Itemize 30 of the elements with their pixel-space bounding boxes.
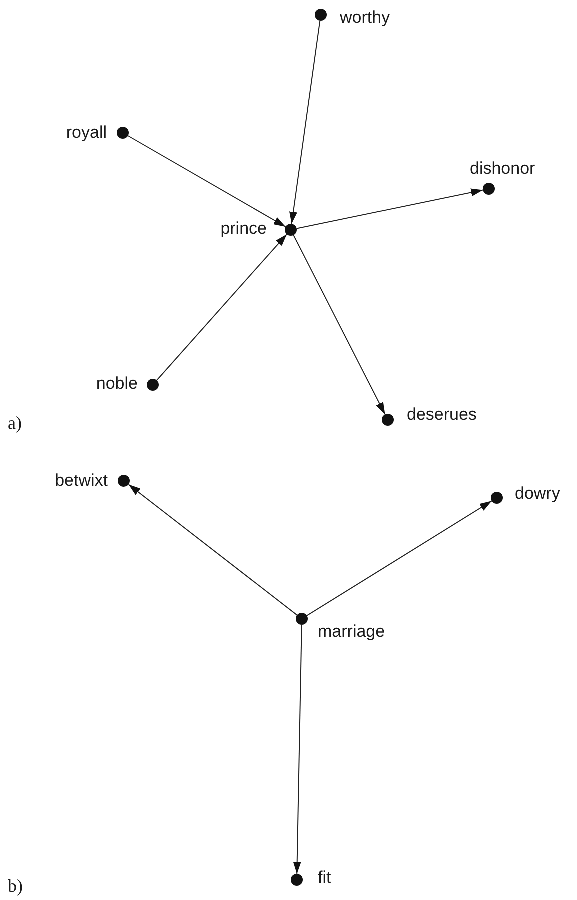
node-label: worthy bbox=[340, 8, 390, 28]
node-dot bbox=[118, 475, 130, 487]
arrow bbox=[306, 500, 492, 616]
node-dot bbox=[117, 127, 129, 139]
node-label: noble bbox=[96, 374, 138, 394]
node-label: fit bbox=[318, 868, 332, 888]
node-label: dishonor bbox=[470, 159, 536, 179]
node-label: betwixt bbox=[55, 471, 108, 491]
arrow bbox=[296, 188, 484, 230]
arrow bbox=[290, 20, 321, 225]
panel-label: a) bbox=[8, 413, 22, 434]
node-dot bbox=[315, 9, 327, 21]
node-dot bbox=[285, 224, 297, 236]
node-dot bbox=[147, 379, 159, 391]
node-label: deserues bbox=[407, 405, 477, 425]
node-dot bbox=[382, 414, 394, 426]
arrow bbox=[156, 234, 288, 382]
node-label: prince bbox=[220, 219, 267, 239]
panel-label: b) bbox=[8, 876, 23, 897]
node-label: dowry bbox=[515, 484, 560, 504]
node-dot bbox=[483, 183, 495, 195]
arrow bbox=[293, 234, 386, 416]
node-dot bbox=[296, 613, 308, 625]
arrow bbox=[128, 136, 286, 228]
arrow bbox=[128, 484, 298, 616]
arrow bbox=[293, 624, 302, 874]
node-dot bbox=[291, 874, 303, 886]
node-dot bbox=[491, 492, 503, 504]
node-label: royall bbox=[66, 123, 107, 143]
node-label: marriage bbox=[318, 622, 386, 642]
